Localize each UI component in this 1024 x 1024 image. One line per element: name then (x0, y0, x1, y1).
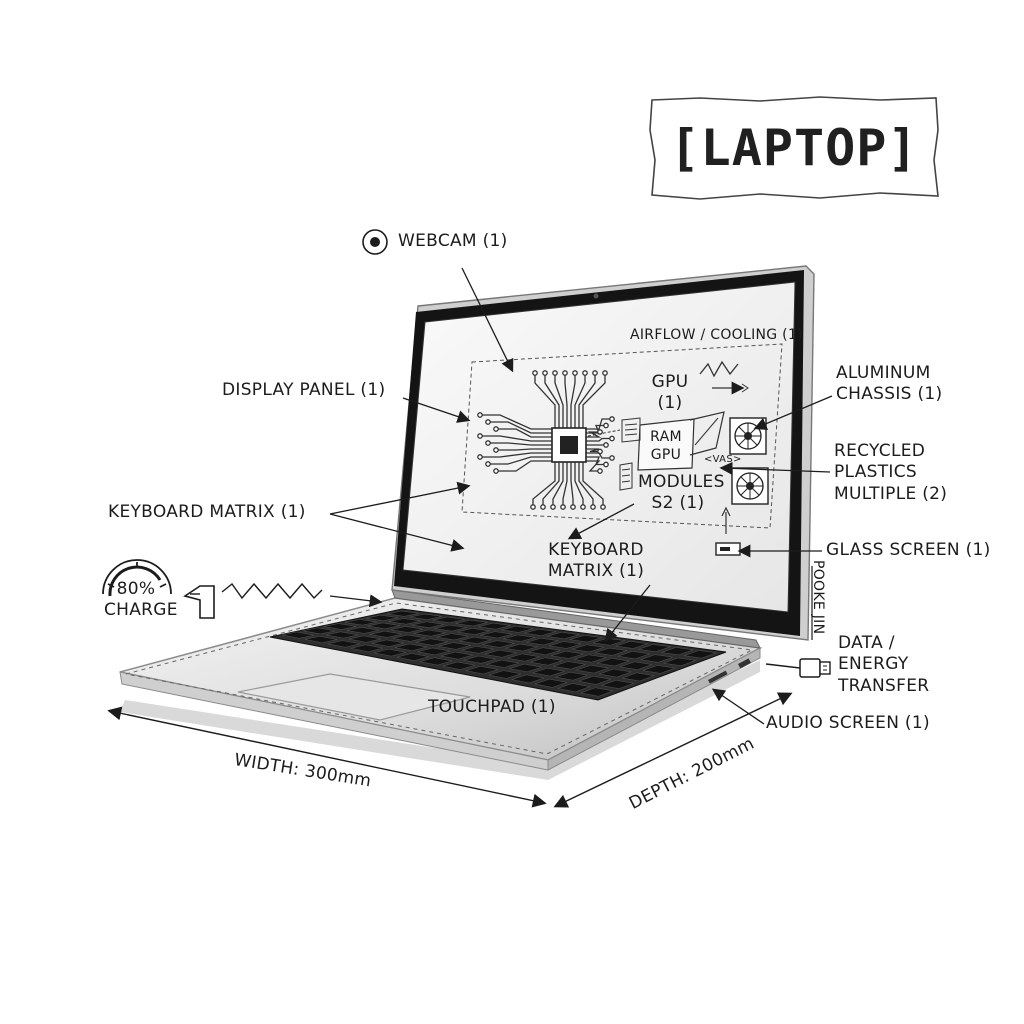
label-gpu-line2: (1) (657, 393, 683, 414)
label-modules-line2: S2 (1) (651, 493, 705, 514)
audio-port (707, 670, 728, 684)
label-recycled-line3: MULTIPLE (2) (834, 483, 948, 504)
width-dimension-line (107, 706, 547, 808)
label-data-energy-transfer: DATA / ENERGY TRANSFER (838, 633, 929, 697)
label-audio-screen: AUDIO SCREEN (1) (766, 713, 930, 733)
label-vas: <VAS> (704, 454, 742, 465)
label-aluminum-chassis: ALUMINUM CHASSIS (1) (836, 363, 942, 406)
label-keyboard-matrix-line2: MATRIX (1) (547, 561, 645, 582)
leader-lines (329, 267, 833, 725)
depth-dimension-line (553, 692, 793, 808)
usb-port (738, 658, 751, 669)
keyboard-keys (281, 610, 717, 697)
label-recycled-line2: PLASTICS (834, 462, 917, 483)
cpu-chip-icon (477, 370, 615, 510)
label-airflow: AIRFLOW / COOLING (1) (630, 327, 803, 343)
label-aluminum-line2: CHASSIS (1) (836, 384, 943, 405)
label-keyboard-matrix-line1: KEYBOARD (548, 540, 644, 560)
label-battery-charge: CHARGE (104, 600, 178, 621)
label-modules: MODULES S2 (1) (638, 472, 725, 515)
label-modules-line1: MODULES (638, 472, 725, 492)
label-webcam: WEBCAM (1) (398, 231, 508, 251)
label-recycled-plastics: RECYCLED PLASTICS MULTIPLE (2) (834, 441, 947, 505)
label-data-line3: TRANSFER (838, 675, 930, 696)
label-power-in: POOKE JIN (810, 560, 826, 635)
label-battery: 80% CHARGE (104, 579, 178, 622)
title-box: [LAPTOP] (650, 98, 938, 198)
title-frame (649, 96, 939, 200)
label-ram-gpu: RAM GPU (644, 429, 688, 464)
label-keyboard-matrix-left: KEYBOARD MATRIX (1) (108, 502, 306, 522)
label-ram-line1: RAM (650, 429, 682, 445)
label-touchpad: TOUCHPAD (1) (428, 697, 556, 717)
webcam-icon (362, 229, 388, 255)
diagram-title: [LAPTOP] (669, 119, 919, 177)
label-data-line2: ENERGY (838, 654, 909, 675)
label-recycled-line1: RECYCLED (834, 441, 926, 461)
webcam-dot (593, 293, 599, 299)
label-ram-line2: GPU (650, 446, 682, 463)
fan-icon (729, 417, 767, 455)
fan-icon (731, 467, 769, 505)
label-keyboard-matrix: KEYBOARD MATRIX (1) (540, 540, 652, 583)
usb-plug-icon (765, 658, 831, 678)
display-panel (402, 281, 796, 613)
label-glass-screen: GLASS SCREEN (1) (826, 540, 991, 560)
label-data-line1: DATA / (838, 633, 895, 653)
label-display-panel: DISPLAY PANEL (1) (222, 380, 386, 400)
label-gpu-line1: GPU (651, 372, 689, 392)
label-gpu: GPU (1) (646, 372, 694, 415)
label-aluminum-line1: ALUMINUM (836, 363, 931, 383)
label-battery-percent: 80% (116, 579, 156, 599)
battery-gauge-icon (102, 559, 172, 597)
